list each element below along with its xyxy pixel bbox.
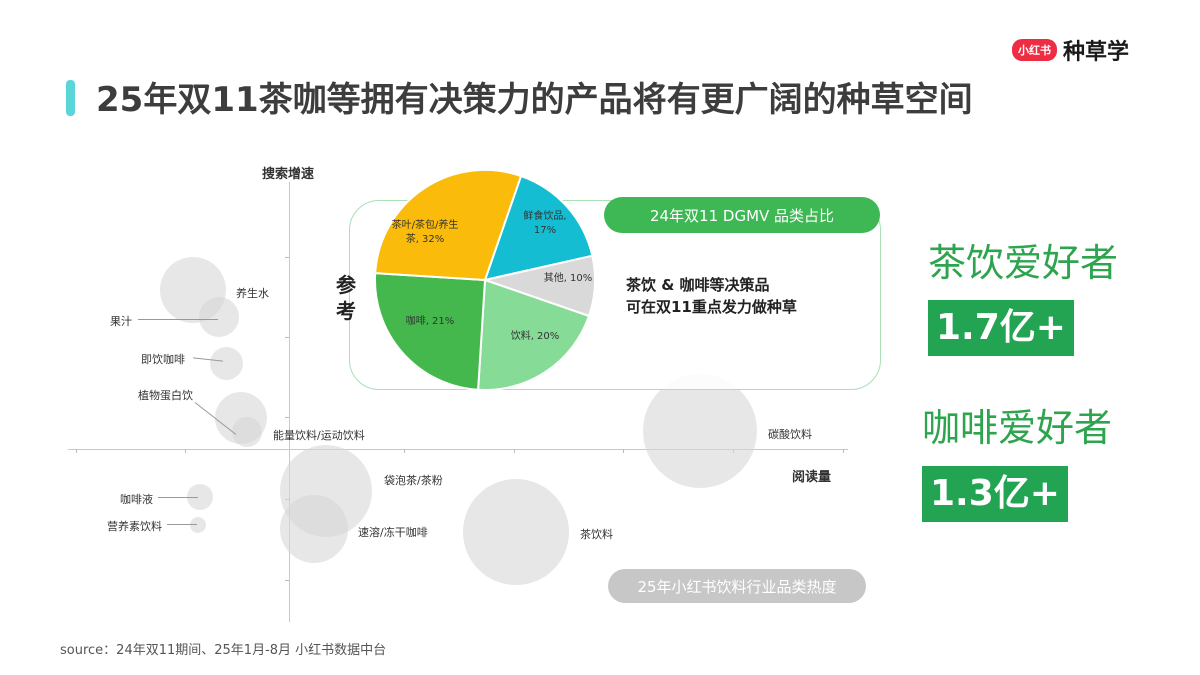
x-axis-label: 阅读量	[792, 470, 832, 485]
y-tick	[285, 257, 289, 258]
bubble-juice	[199, 297, 239, 337]
bubble-label: 果汁	[110, 315, 132, 328]
bubble-label: 咖啡液	[120, 493, 153, 506]
pie-slice-beverages	[477, 278, 591, 390]
y-axis-label: 搜索增速	[262, 167, 315, 182]
tea-lovers-label: 茶饮爱好者	[928, 241, 1119, 285]
pie-label-line: 17%	[533, 225, 557, 236]
pie-label-line: 鲜食饮品,	[523, 211, 567, 222]
y-tick	[285, 417, 289, 418]
reference-char-1: 参	[336, 273, 356, 297]
bubble-energy-drink	[232, 417, 262, 447]
x-tick	[514, 449, 515, 453]
bubble-rtd-coffee	[210, 347, 243, 380]
brand-logo: 小红书 种草学	[1012, 34, 1129, 66]
bubble-label: 速溶/冻干咖啡	[358, 526, 428, 539]
bubble-tea-drink	[463, 479, 569, 585]
bubble-label: 即饮咖啡	[141, 353, 185, 366]
x-tick	[404, 449, 405, 453]
coffee-lovers-label: 咖啡爱好者	[922, 406, 1113, 450]
bubble-label: 袋泡茶/茶粉	[384, 474, 443, 487]
bubble-label: 碳酸饮料	[768, 428, 812, 441]
pie-label-other: 其他, 10%	[543, 273, 593, 284]
pie-chart	[373, 168, 597, 390]
reference-note-line1: 茶饮 & 咖啡等决策品	[626, 276, 770, 294]
pie-label-line: 茶叶/茶包/养生	[391, 220, 459, 231]
y-tick	[285, 580, 289, 581]
x-axis-line	[68, 449, 848, 450]
leader-line	[158, 497, 198, 498]
coffee-lovers-value: 1.3亿+	[922, 466, 1068, 522]
x-tick	[623, 449, 624, 453]
pie-label-fresh: 鲜食饮品, 17%	[515, 210, 575, 238]
reference-vertical-label: 参 考	[334, 272, 358, 324]
bubble-label: 茶饮料	[580, 528, 613, 541]
y-tick	[285, 337, 289, 338]
leader-line	[167, 524, 197, 525]
page-title: 25年双11茶咖等拥有决策力的产品将有更广阔的种草空间	[96, 80, 973, 120]
bubble-label: 营养素饮料	[107, 520, 162, 533]
bubble-nutrient-drink	[190, 517, 206, 533]
bubble-instant-coffee	[280, 495, 348, 563]
reference-note-line2: 可在双11重点发力做种草	[626, 298, 797, 316]
pie-slice-fresh-drinks	[483, 174, 594, 282]
pie-slice-coffee	[373, 272, 487, 390]
pie-label-tea: 茶叶/茶包/养生 茶, 32%	[385, 219, 465, 247]
bubble-label: 能量饮料/运动饮料	[273, 429, 365, 442]
pie-label-line: 茶, 32%	[405, 234, 445, 245]
y-axis-line	[289, 182, 290, 622]
x-tick	[76, 449, 77, 453]
x-tick	[185, 449, 186, 453]
leader-line	[138, 319, 218, 320]
pie-label-coffee: 咖啡, 21%	[405, 316, 455, 327]
bubble-label: 植物蛋白饮	[138, 389, 193, 402]
tea-lovers-value: 1.7亿+	[928, 300, 1074, 356]
bubble-chart-caption: 25年小红书饮料行业品类热度	[608, 569, 866, 603]
bubble-label: 养生水	[236, 287, 269, 300]
reference-char-2: 考	[336, 299, 356, 323]
brand-badge: 小红书	[1012, 39, 1057, 61]
source-note: source：24年双11期间、25年1月-8月 小红书数据中台	[60, 643, 387, 658]
x-tick	[843, 449, 844, 453]
reference-note: 茶饮 & 咖啡等决策品 可在双11重点发力做种草	[626, 274, 797, 318]
title-accent-bar	[66, 80, 75, 116]
brand-text: 种草学	[1063, 40, 1130, 65]
bubble-carbonated	[643, 374, 757, 488]
pie-label-beverages: 饮料, 20%	[510, 331, 560, 342]
dgmv-title-pill: 24年双11 DGMV 品类占比	[604, 197, 880, 233]
pie-slice-tea	[374, 168, 523, 282]
